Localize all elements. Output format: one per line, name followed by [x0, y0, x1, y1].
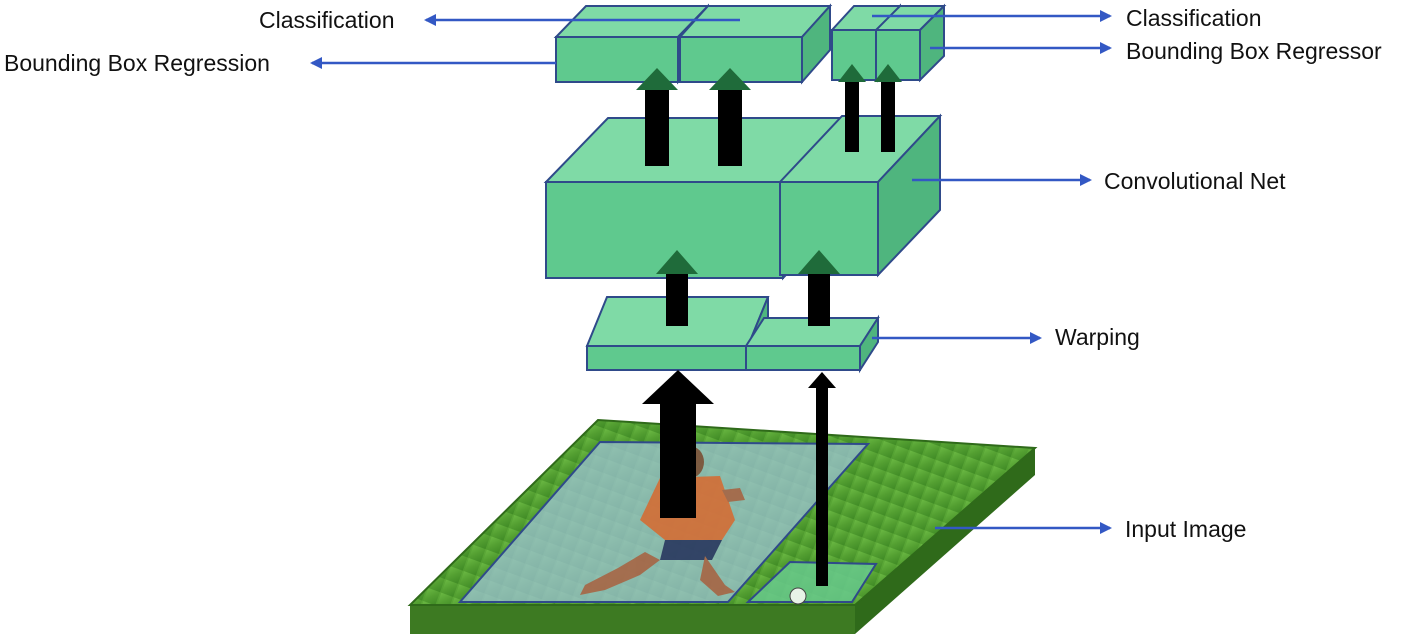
label-conv-net: Convolutional Net: [1104, 168, 1286, 194]
label-right-bbox-regressor: Bounding Box Regressor: [1126, 38, 1382, 64]
label-warping: Warping: [1055, 324, 1140, 350]
arrow-input-to-warp-right: [808, 372, 836, 586]
arrow-warp-right-to-conv-right: [798, 250, 840, 326]
input-image-plate: [407, 418, 1038, 634]
arrow-conv-left-to-output-a: [636, 68, 678, 166]
label-left-bbox-regression: Bounding Box Regression: [4, 50, 270, 76]
label-arrows: [310, 10, 1112, 534]
region-proposal-ball: [745, 560, 878, 603]
output-box-right-b: [873, 3, 947, 83]
arrow-conv-right-to-output-b: [874, 64, 902, 152]
warping-box-right: [744, 314, 880, 374]
arrow-conv-left-to-output-b: [709, 68, 751, 166]
label-left-classification: Classification: [259, 7, 395, 33]
arrow-warp-left-to-conv-left: [656, 250, 698, 326]
label-input-image: Input Image: [1125, 516, 1247, 542]
flow-arrows: [636, 64, 902, 586]
output-box-left-b: [677, 3, 833, 85]
conv-net-box-left: [543, 115, 848, 281]
conv-net-box-right: [777, 113, 943, 278]
label-right-classification: Classification: [1126, 5, 1262, 31]
arrow-input-to-warp-left: [642, 370, 714, 518]
arrow-conv-right-to-output-a: [838, 64, 866, 152]
